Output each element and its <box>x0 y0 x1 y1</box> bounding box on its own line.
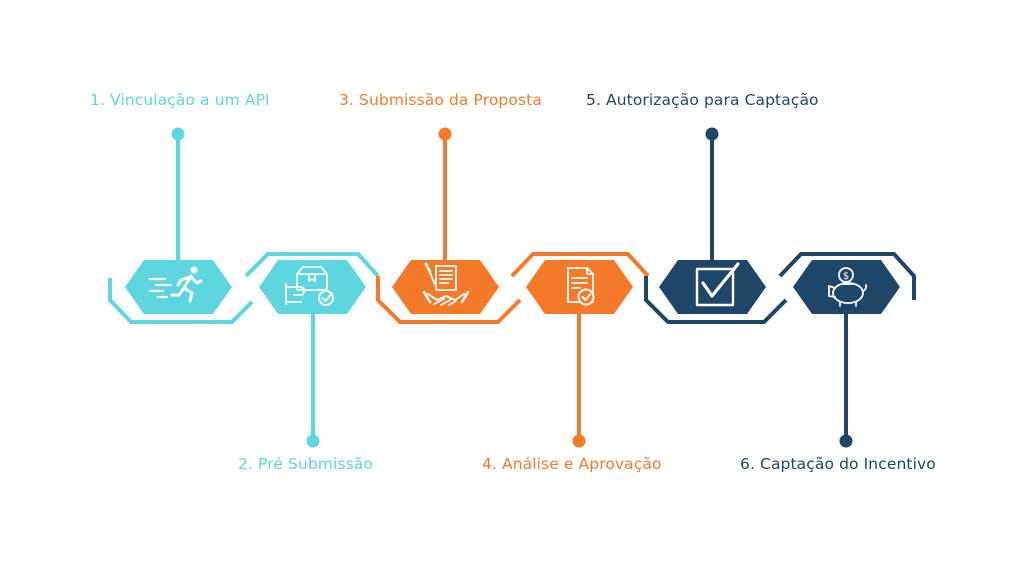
package-check-icon <box>285 266 334 306</box>
running-person-icon <box>148 266 203 303</box>
step-6-outline <box>778 252 916 300</box>
document-handshake-icon <box>422 262 470 306</box>
step-2-label: 2. Pré Submissão <box>238 455 373 473</box>
step-6-hexagon <box>793 260 900 314</box>
step-3-connector <box>438 127 452 262</box>
step-3-hexagon <box>392 260 499 314</box>
step-2-hexagon <box>259 260 366 314</box>
step-1-outline <box>108 278 254 324</box>
step-1-connector <box>171 127 185 262</box>
step-3-label: 3. Submissão da Proposta <box>339 91 542 109</box>
piggy-bank-icon: $ <box>828 267 868 307</box>
step-1-hexagon <box>125 260 232 314</box>
svg-text:$: $ <box>843 271 849 282</box>
step-3-outline <box>376 276 522 324</box>
document-check-icon <box>567 267 595 306</box>
step-5-outline <box>644 276 788 324</box>
step-4-label: 4. Análise e Aprovação <box>482 455 662 473</box>
step-4-connector <box>572 312 586 448</box>
step-6-label: 6. Captação do Incentivo <box>740 455 936 473</box>
step-2-connector <box>306 312 320 448</box>
step-4-outline <box>510 252 650 278</box>
step-5-connector <box>705 127 719 262</box>
step-1-label: 1. Vinculação a um API <box>90 91 270 109</box>
step-5-label: 5. Autorização para Captação <box>586 91 819 109</box>
step-5-hexagon <box>659 260 766 314</box>
step-6-connector <box>839 312 853 448</box>
checkbox-icon <box>695 262 740 307</box>
step-4-hexagon <box>526 260 633 314</box>
step-2-outline <box>244 252 380 278</box>
